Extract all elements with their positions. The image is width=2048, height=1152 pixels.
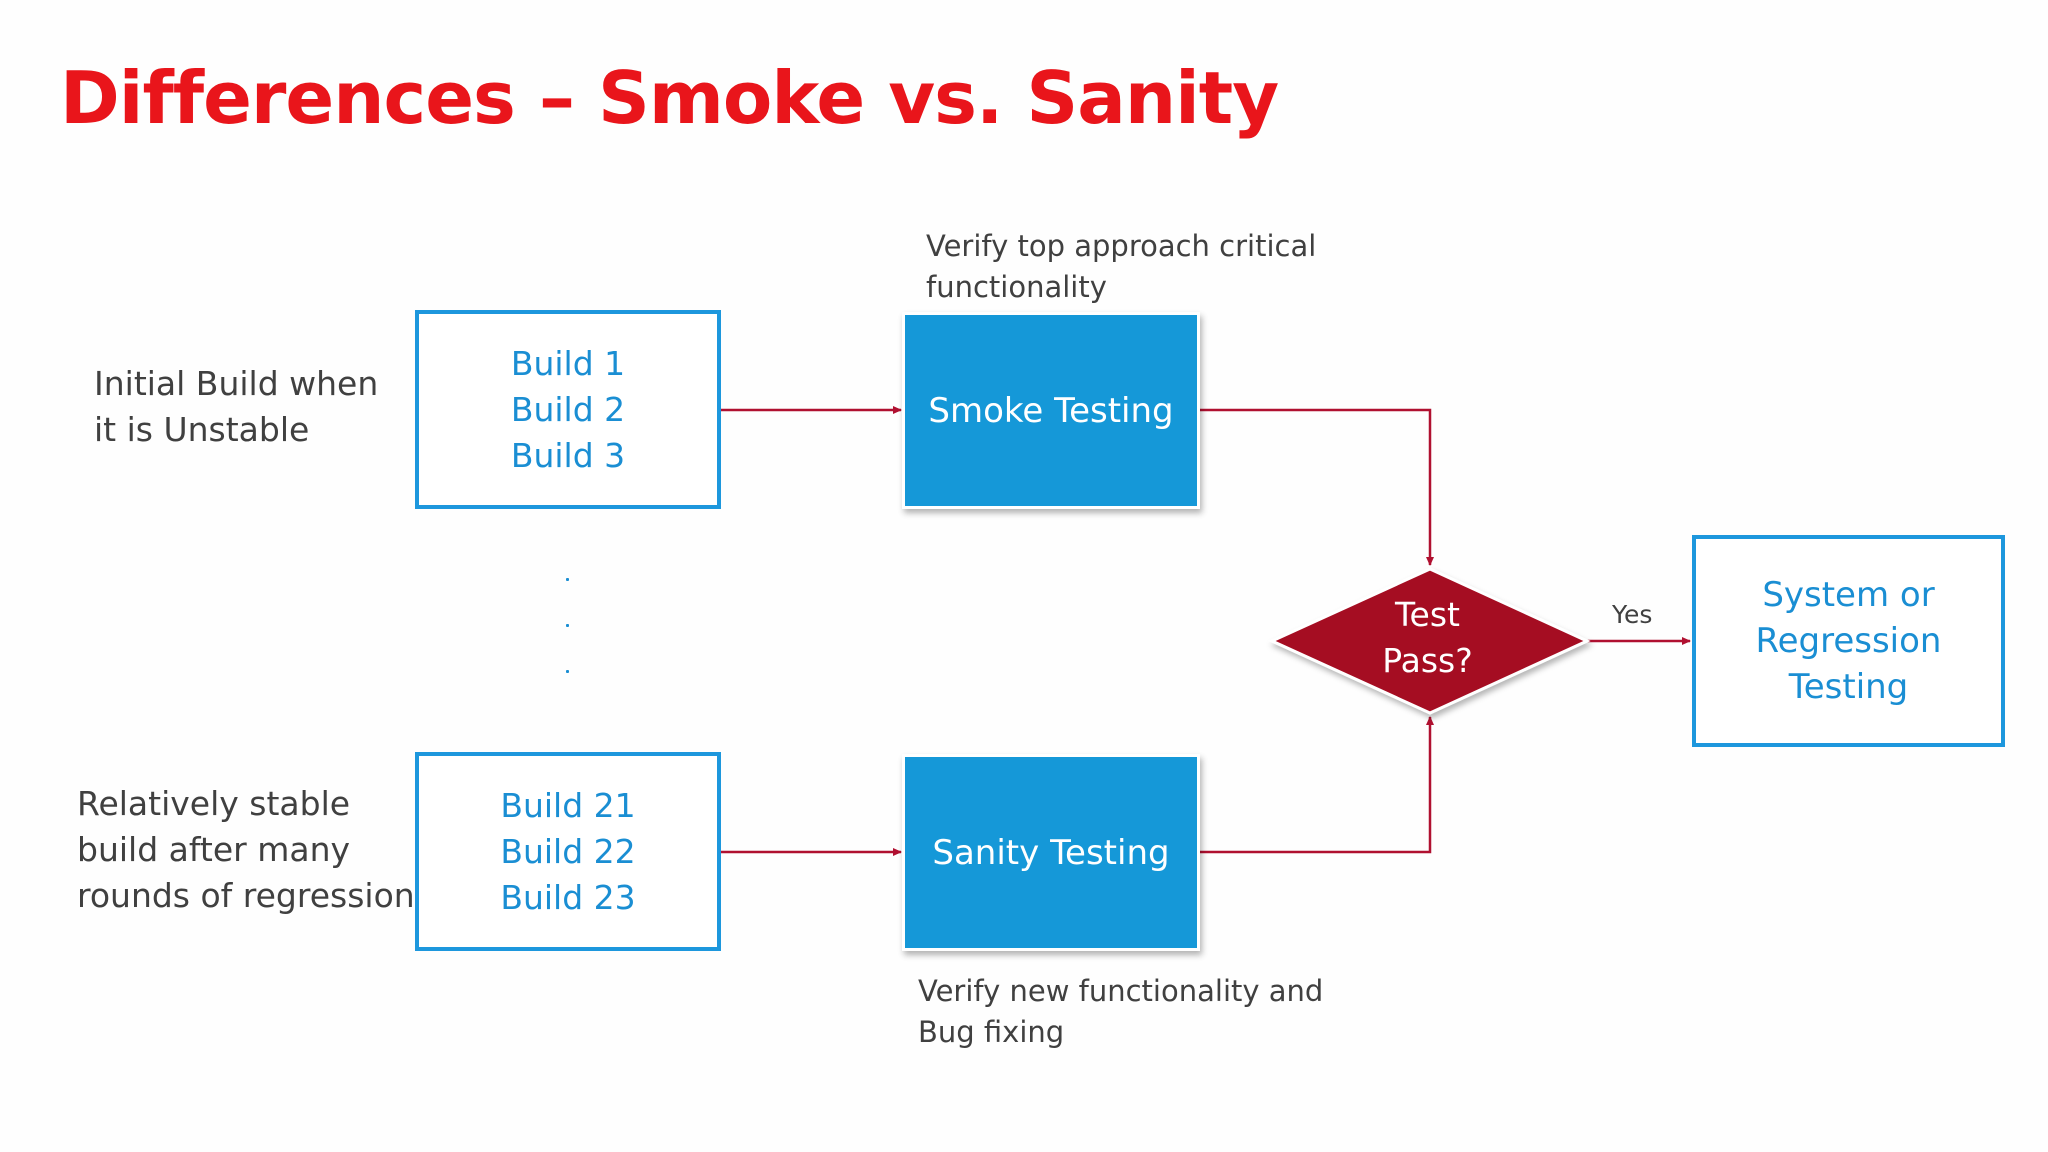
build-item: Build 3 [510,435,626,475]
sanity-note-line: Verify new functionality and [918,974,1324,1008]
stable-build-label-line: rounds of regression [77,876,415,915]
decision-label-line: Test [1395,595,1460,634]
initial-build-label: Initial Build when it is Unstable [94,361,378,453]
result-label-line: Regression [1755,621,1942,661]
slide-title: Differences – Smoke vs. Sanity [60,56,1279,140]
smoke-testing-label: Smoke Testing [928,390,1174,431]
build-item: Build 2 [510,389,626,429]
sanity-testing-note: Verify new functionality and Bug fixing [918,971,1323,1053]
ellipsis [562,578,574,716]
decision-label-line: Pass? [1382,641,1473,680]
initial-build-label-line: it is Unstable [94,410,310,449]
decision-diamond [1268,567,1591,715]
early-builds-box: Build 1 Build 2 Build 3 [415,310,721,509]
smoke-testing-note: Verify top approach critical functionali… [926,226,1316,308]
stable-build-label-line: Relatively stable [77,784,351,823]
build-item: Build 1 [510,343,626,383]
sanity-note-line: Bug fixing [918,1015,1065,1049]
sanity-testing-label: Sanity Testing [932,832,1170,873]
initial-build-label-line: Initial Build when [94,364,379,403]
build-item: Build 21 [500,785,636,825]
ellipsis-dot [566,578,569,581]
smoke-testing-box: Smoke Testing [902,312,1200,509]
arrow-smoke-to-decision [1200,408,1434,566]
result-label-line: System or [1762,575,1935,615]
ellipsis-dot [566,624,569,627]
ellipsis-dot [566,670,569,673]
build-item: Build 22 [500,831,636,871]
stable-build-label-line: build after many [77,830,351,869]
yes-label: Yes [1612,600,1653,629]
build-item: Build 23 [500,877,636,917]
later-builds-box: Build 21 Build 22 Build 23 [415,752,721,951]
decision-label: Test Pass? [1285,592,1570,684]
smoke-note-line: Verify top approach critical [926,229,1317,263]
result-label-line: Testing [1788,667,1909,707]
smoke-note-line: functionality [926,270,1107,304]
sanity-testing-box: Sanity Testing [902,754,1200,951]
arrow-sanity-to-decision [1200,716,1434,854]
regression-testing-box: System or Regression Testing [1692,535,2005,747]
stable-build-label: Relatively stable build after many round… [77,781,415,919]
